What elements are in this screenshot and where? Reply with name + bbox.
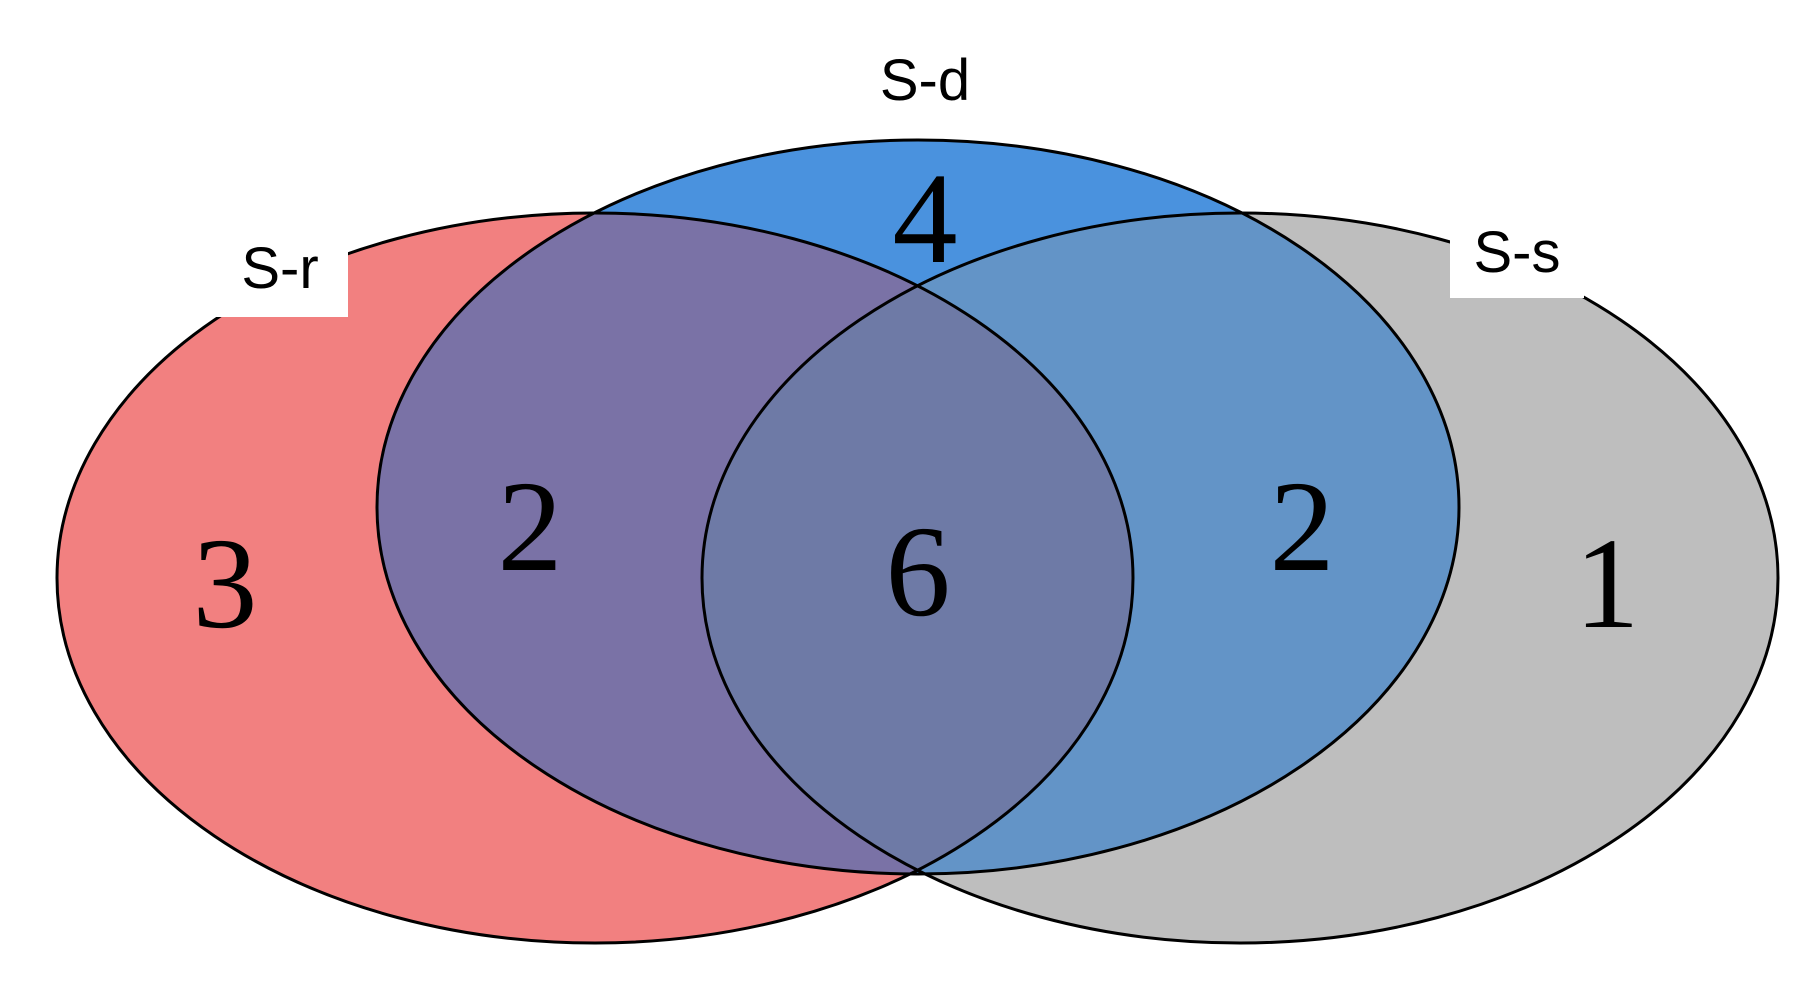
region-count-all: 6 <box>886 500 951 644</box>
overlap-all-fill <box>702 213 1133 874</box>
region-count-sd-only: 4 <box>893 147 958 291</box>
set-label-ss: S-s <box>1474 220 1561 285</box>
set-label-sr: S-r <box>241 236 318 301</box>
region-count-sr-sd: 2 <box>498 455 563 599</box>
set-label-sd: S-d <box>880 48 970 113</box>
set-sd-outline <box>375 138 1461 876</box>
region-count-ss-only: 1 <box>1575 512 1640 656</box>
region-count-sr-only: 3 <box>193 512 258 656</box>
label-backdrop-ss <box>1450 220 1584 298</box>
region-count-sd-ss: 2 <box>1270 455 1335 599</box>
label-backdrop-sr <box>210 235 348 317</box>
